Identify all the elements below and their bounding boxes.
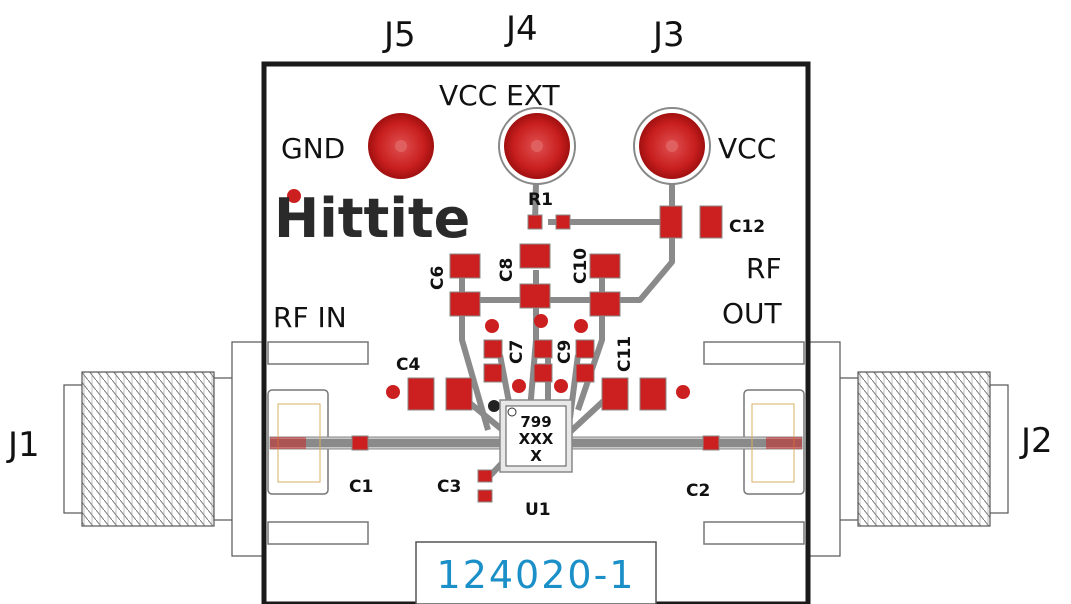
- label-j5: J5: [382, 15, 416, 55]
- label-r1: R1: [528, 190, 553, 210]
- label-u1: U1: [525, 500, 551, 520]
- label-gnd: GND: [281, 132, 345, 165]
- label-j4: J4: [504, 9, 538, 49]
- u1-chip: [499, 399, 573, 473]
- chip-marking-line3: X: [530, 447, 542, 465]
- pad-j5-gnd: [368, 113, 434, 179]
- board-part-number: 124020-1: [437, 553, 636, 597]
- pad-j4-vcc-ext: [498, 107, 576, 185]
- label-c3: C3: [437, 477, 461, 497]
- label-c2: C2: [686, 481, 710, 501]
- part-number-box: [415, 541, 657, 604]
- sma-connector-j2: [803, 341, 1009, 557]
- sma-connector-j1: [63, 341, 269, 557]
- label-j2: J2: [1019, 421, 1053, 461]
- label-c12: C12: [729, 217, 765, 237]
- label-c6: C6: [428, 266, 448, 290]
- label-rf-out-line1: RF: [746, 252, 782, 285]
- smd-pads: [351, 205, 723, 503]
- chip-marking-line2: XXX: [519, 430, 554, 448]
- label-c11: C11: [615, 336, 635, 372]
- label-vcc: VCC: [718, 132, 776, 165]
- hittite-logo: Hittite: [274, 187, 470, 250]
- label-c8: C8: [497, 258, 517, 282]
- label-j3: J3: [651, 15, 685, 55]
- label-vcc-ext: VCC EXT: [439, 79, 561, 112]
- label-rf-out-line2: OUT: [722, 297, 783, 330]
- label-c10: C10: [571, 248, 591, 284]
- label-c4: C4: [396, 355, 420, 375]
- label-c7: C7: [507, 340, 527, 364]
- vias: [287, 189, 690, 412]
- label-rf-in: RF IN: [273, 301, 347, 334]
- label-j1: J1: [6, 425, 40, 465]
- chip-marking-line1: 799: [520, 413, 551, 431]
- pad-j3-vcc: [633, 107, 711, 185]
- label-c9: C9: [555, 340, 575, 364]
- label-c1: C1: [349, 477, 373, 497]
